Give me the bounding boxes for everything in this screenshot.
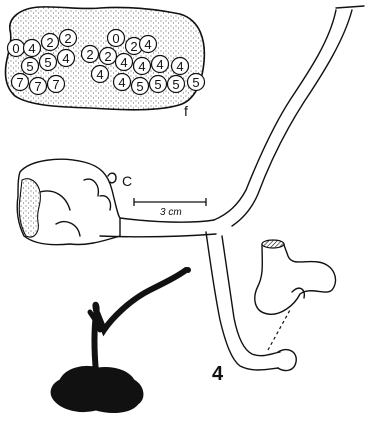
egg-cell-count: 4	[138, 59, 145, 74]
sac-stippled-lobe	[19, 179, 40, 237]
egg-cell-count: 0	[12, 41, 19, 56]
egg-cell-count: 7	[34, 79, 41, 94]
egg-cell-count: 7	[16, 75, 23, 90]
egg-cell-count: 7	[52, 77, 59, 92]
panel-label-f: f	[184, 103, 188, 119]
egg-cell-count: 4	[144, 37, 151, 52]
gland-cut-end	[262, 240, 284, 248]
egg-cell-count: 2	[104, 49, 111, 64]
egg-cell-count: 5	[136, 79, 143, 94]
detached-gland	[255, 244, 336, 314]
egg-cell-count: 5	[44, 55, 51, 70]
egg-cell-count: 5	[172, 77, 179, 92]
egg-cell-count: 2	[130, 39, 137, 54]
scale-bar	[134, 198, 206, 206]
egg-cell-count: 4	[176, 59, 183, 74]
egg-cell-count: 4	[118, 75, 125, 90]
dashed-connector	[268, 310, 290, 350]
descending-tube-left	[206, 232, 278, 370]
stalk-top-cap	[336, 6, 364, 8]
egg-cell-count: 4	[62, 51, 69, 66]
sac-fold-3	[84, 179, 98, 196]
sac-fold-1	[40, 191, 70, 210]
descending-tube-right	[222, 236, 280, 356]
sac-fold-2	[56, 222, 80, 236]
egg-cell-count: 2	[86, 47, 93, 62]
sac-c	[17, 159, 120, 244]
egg-cell-count: 2	[64, 31, 71, 46]
egg-cell-count: 4	[96, 67, 103, 82]
egg-cell-count: 5	[192, 75, 199, 90]
terminal-knob	[278, 350, 296, 371]
egg-cell-count: 5	[26, 59, 33, 74]
upper-stalk-inner	[232, 10, 352, 226]
egg-cell-count: 4	[156, 57, 163, 72]
egg-cell-count: 5	[154, 77, 161, 92]
left-branch-upper	[120, 218, 214, 222]
egg-cell-count: 4	[28, 41, 35, 56]
sac-fold-4	[100, 196, 111, 210]
upper-stalk	[214, 10, 336, 220]
black-specimen	[51, 267, 191, 412]
egg-cell-count: 2	[46, 35, 53, 50]
scale-label: 3 cm	[160, 207, 182, 218]
label-c: C	[122, 173, 132, 189]
egg-cell-count: 4	[120, 55, 127, 70]
figure-number: 4	[212, 363, 224, 385]
egg-cell-count: 0	[112, 31, 119, 46]
